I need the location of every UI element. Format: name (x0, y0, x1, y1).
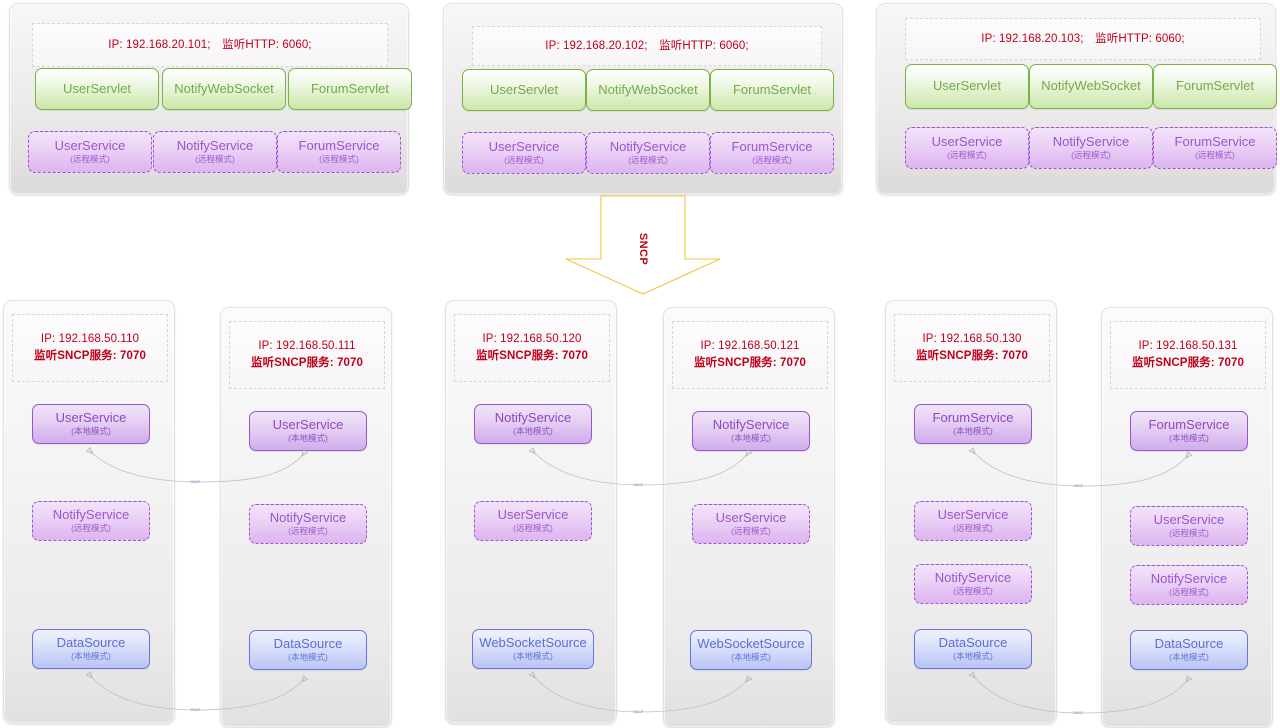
service-node-panel[interactable]: IP: 192.168.50.110 监听SNCP服务: 7070 UserSe… (3, 300, 175, 724)
remote-service-box[interactable]: ForumService (远程模式) (710, 132, 834, 174)
remote-service-box[interactable]: NotifyService (远程模式) (1029, 127, 1153, 169)
servlet-box[interactable]: UserServlet (35, 68, 159, 110)
remote-service-box[interactable]: ForumService (远程模式) (1153, 127, 1277, 169)
remote-service-box[interactable]: NotifyService (远程模式) (1130, 565, 1248, 605)
local-service-box[interactable]: NotifyService (本地模式) (692, 411, 810, 451)
web-node-panel[interactable]: IP: 192.168.20.103; 监听HTTP: 6060; UserSe… (876, 3, 1277, 195)
servlet-box[interactable]: ForumServlet (1153, 64, 1277, 109)
servlet-box[interactable]: ForumServlet (710, 69, 834, 111)
remote-service-box[interactable]: UserService (远程模式) (474, 501, 592, 541)
remote-service-box[interactable]: UserService (远程模式) (28, 131, 152, 173)
ip-header: IP: 192.168.50.130 监听SNCP服务: 7070 (894, 314, 1050, 382)
web-node-panel[interactable]: IP: 192.168.20.102; 监听HTTP: 6060; UserSe… (443, 3, 843, 195)
local-service-box[interactable]: NotifyService (本地模式) (474, 404, 592, 444)
connector-label: SNCP (1073, 483, 1084, 488)
datasource-box[interactable]: WebSocketSource (本地模式) (690, 630, 812, 670)
servlet-box[interactable]: NotifyWebSocket (162, 68, 286, 110)
datasource-box[interactable]: WebSocketSource (本地模式) (472, 629, 594, 669)
remote-service-box[interactable]: NotifyService (远程模式) (586, 132, 710, 174)
ip-header: IP: 192.168.20.103; 监听HTTP: 6060; (905, 18, 1261, 60)
remote-service-box[interactable]: UserService (远程模式) (692, 504, 810, 544)
remote-service-box[interactable]: ForumService (远程模式) (277, 131, 401, 173)
connector-label: SNCP (190, 479, 201, 484)
ip-header: IP: 192.168.50.121 监听SNCP服务: 7070 (672, 321, 828, 389)
remote-service-box[interactable]: NotifyService (远程模式) (249, 504, 367, 544)
ip-header: IP: 192.168.20.102; 监听HTTP: 6060; (472, 26, 822, 66)
service-node-panel[interactable]: IP: 192.168.50.131 监听SNCP服务: 7070 ForumS… (1101, 307, 1273, 728)
ip-header: IP: 192.168.50.120 监听SNCP服务: 7070 (454, 314, 610, 382)
local-service-box[interactable]: ForumService (本地模式) (1130, 411, 1248, 451)
local-service-box[interactable]: UserService (本地模式) (249, 411, 367, 451)
remote-service-box[interactable]: UserService (远程模式) (914, 501, 1032, 541)
connector-label: SNCP (633, 482, 644, 487)
remote-service-box[interactable]: UserService (远程模式) (905, 127, 1029, 169)
service-node-panel[interactable]: IP: 192.168.50.120 监听SNCP服务: 7070 Notify… (445, 300, 617, 724)
ip-header: IP: 192.168.50.111 监听SNCP服务: 7070 (229, 321, 385, 389)
remote-service-box[interactable]: UserService (远程模式) (1130, 506, 1248, 546)
connector-label: SNCP (190, 707, 201, 712)
datasource-box[interactable]: DataSource (本地模式) (914, 629, 1032, 669)
datasource-box[interactable]: DataSource (本地模式) (32, 629, 150, 669)
service-node-panel[interactable]: IP: 192.168.50.111 监听SNCP服务: 7070 UserSe… (220, 307, 392, 728)
ip-header: IP: 192.168.20.101; 监听HTTP: 6060; (32, 23, 388, 67)
connector-label: SNCP (1073, 710, 1084, 715)
datasource-box[interactable]: DataSource (本地模式) (249, 630, 367, 670)
connector-label: SNCP (633, 709, 644, 714)
service-node-panel[interactable]: IP: 192.168.50.121 监听SNCP服务: 7070 Notify… (663, 307, 835, 728)
datasource-box[interactable]: DataSource (本地模式) (1130, 630, 1248, 670)
remote-service-box[interactable]: NotifyService (远程模式) (32, 501, 150, 541)
servlet-box[interactable]: UserServlet (905, 64, 1029, 109)
remote-service-box[interactable]: NotifyService (远程模式) (153, 131, 277, 173)
servlet-box[interactable]: NotifyWebSocket (1029, 64, 1153, 109)
remote-service-box[interactable]: NotifyService (远程模式) (914, 564, 1032, 604)
web-node-panel[interactable]: IP: 192.168.20.101; 监听HTTP: 6060; UserSe… (9, 3, 412, 195)
local-service-box[interactable]: UserService (本地模式) (32, 404, 150, 444)
remote-service-box[interactable]: UserService (远程模式) (462, 132, 586, 174)
servlet-box[interactable]: NotifyWebSocket (586, 69, 710, 111)
servlet-box[interactable]: ForumServlet (288, 68, 412, 110)
local-service-box[interactable]: ForumService (本地模式) (914, 404, 1032, 444)
servlet-box[interactable]: UserServlet (462, 69, 586, 111)
sncp-arrow-label: SNCP (637, 232, 649, 266)
ip-header: IP: 192.168.50.131 监听SNCP服务: 7070 (1110, 321, 1266, 389)
service-node-panel[interactable]: IP: 192.168.50.130 监听SNCP服务: 7070 ForumS… (885, 300, 1057, 724)
ip-header: IP: 192.168.50.110 监听SNCP服务: 7070 (12, 314, 168, 382)
